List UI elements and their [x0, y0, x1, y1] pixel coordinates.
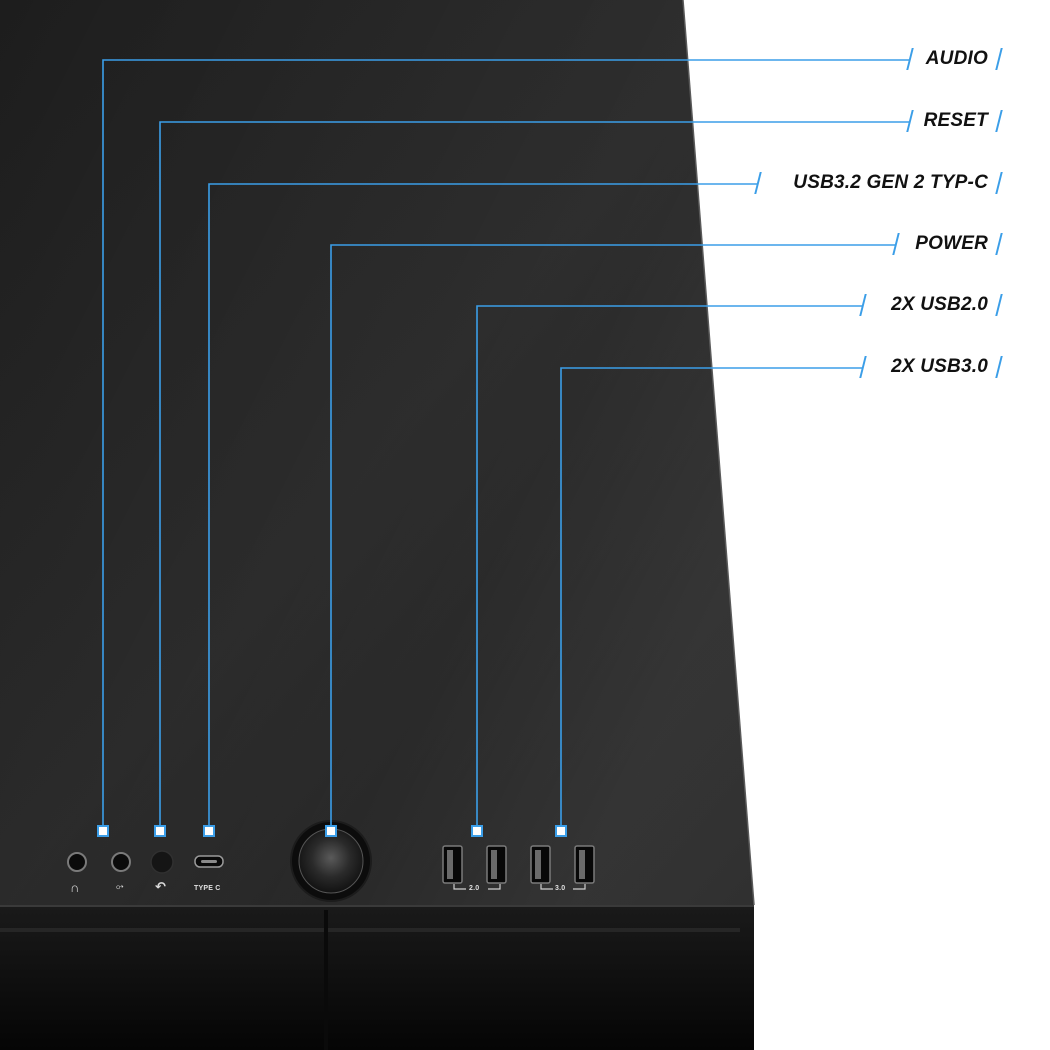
callout-label-reset: RESET: [923, 110, 988, 131]
slash-usb2-right: [995, 294, 1003, 316]
microphone-jack[interactable]: [111, 852, 131, 872]
marker-usb2: [471, 825, 483, 837]
headphone-jack[interactable]: [67, 852, 87, 872]
marker-audio: [97, 825, 109, 837]
usb2-port-tongue: [447, 850, 453, 879]
marker-usb3: [555, 825, 567, 837]
callout-lines: [102, 59, 910, 826]
usb2-ports: [442, 845, 507, 890]
callout-line-audio: [102, 59, 910, 826]
marker-power: [325, 825, 337, 837]
reset-button[interactable]: [150, 850, 174, 874]
slash-reset-left: [906, 110, 914, 132]
slash-usbc-right: [995, 172, 1003, 194]
callout-line-power: [330, 244, 896, 826]
callout-label-usb3: 2X USB3.0: [891, 356, 988, 377]
callout-label-audio: AUDIO: [925, 48, 988, 69]
port-label-type-c: TYPE C: [194, 885, 221, 892]
callout-line-reset: [159, 121, 910, 826]
callout-label-usbc: USB3.2 GEN 2 TYP-C: [793, 172, 988, 193]
case-top-sheen: [0, 0, 754, 905]
port-label-usb3: 3.0: [555, 885, 566, 892]
usb2-port-tongue: [491, 850, 497, 879]
slash-usbc-left: [754, 172, 762, 194]
port-label-usb2: 2.0: [469, 885, 480, 892]
reset-icon: ↶: [155, 879, 166, 894]
callout-line-usb3: [560, 367, 863, 826]
slash-reset-right: [995, 110, 1003, 132]
slash-audio-right: [995, 48, 1003, 70]
slash-power-left: [892, 233, 900, 255]
microphone-icon: ♂: [111, 877, 129, 896]
usb3-port-tongue: [535, 850, 541, 879]
usb-c-port-tongue: [201, 860, 217, 863]
marker-reset: [154, 825, 166, 837]
usb2-bracket: [453, 884, 501, 890]
callout-line-usbc: [208, 183, 758, 826]
case-right-edge: [682, 0, 755, 906]
marker-usbc: [203, 825, 215, 837]
slash-usb3-right: [995, 356, 1003, 378]
usb3-bracket: [540, 884, 586, 890]
slash-audio-left: [906, 48, 914, 70]
front-mesh-strip: [0, 928, 740, 932]
callout-line-usb2: [476, 305, 863, 826]
headphone-icon: ∩: [70, 880, 80, 895]
front-center-seam: [324, 910, 328, 1050]
callout-markers: [97, 825, 567, 837]
slash-power-right: [995, 233, 1003, 255]
callout-label-usb2: 2X USB2.0: [891, 294, 988, 315]
slash-usb2-left: [859, 294, 867, 316]
slash-usb3-left: [859, 356, 867, 378]
case-front-face: [0, 905, 754, 1050]
usb3-ports: [530, 845, 595, 890]
callout-label-power: POWER: [915, 233, 988, 254]
usb3-port-tongue: [579, 850, 585, 879]
